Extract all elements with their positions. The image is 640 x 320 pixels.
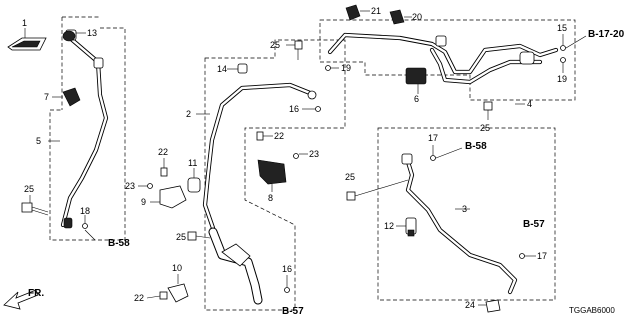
front-direction-arrow: FR. — [3, 288, 44, 310]
ref-b17-20: B-17-20 — [588, 29, 625, 40]
callout-12: 12 — [384, 221, 394, 231]
bolt-left — [21, 195, 49, 216]
callout-21: 21 — [371, 6, 381, 16]
callout-7: 7 — [44, 92, 49, 102]
callout-22-lower: 22 — [134, 293, 144, 303]
callout-2: 2 — [186, 109, 191, 119]
callout-22-mid: 22 — [274, 131, 284, 141]
callout-15: 15 — [557, 23, 567, 33]
front-label: FR. — [28, 288, 44, 299]
ref-b57-center: B-57 — [282, 306, 304, 317]
callout-17-upper: 17 — [428, 133, 438, 143]
bolt-right — [483, 101, 493, 120]
sensor-part-12 — [396, 217, 417, 237]
callout-20: 20 — [412, 12, 422, 22]
cap-part-13 — [62, 30, 86, 42]
label-sheet-part — [7, 28, 47, 51]
ref-b58-left: B-58 — [108, 238, 130, 249]
o-ring-16-upper — [302, 106, 321, 112]
clip-part-21 — [345, 4, 370, 21]
callout-10: 10 — [172, 263, 182, 273]
callout-25-right: 25 — [480, 123, 490, 133]
washer-19-right — [560, 57, 566, 73]
ref-b58-right: B-58 — [465, 141, 487, 152]
ref-b57-right: B-57 — [523, 219, 545, 230]
grommet-part-11 — [187, 168, 201, 193]
switch-part-6 — [405, 67, 427, 94]
callout-23-right: 23 — [309, 149, 319, 159]
callout-24: 24 — [465, 300, 475, 310]
bolt-mid — [187, 231, 211, 241]
callout-25-lower-right: 25 — [345, 172, 355, 182]
bracket-part-10 — [167, 274, 189, 303]
bolt-22-mid — [256, 131, 273, 141]
washer-15 — [560, 34, 566, 51]
callout-11: 11 — [188, 158, 197, 168]
o-ring-17-lower — [519, 253, 536, 259]
callout-9: 9 — [141, 197, 146, 207]
callout-19-right: 19 — [557, 74, 567, 84]
callout-25-mid: 25 — [176, 232, 186, 242]
callout-8: 8 — [268, 193, 273, 203]
bolt-23-left — [138, 183, 153, 189]
cap-part-14 — [227, 63, 248, 74]
callout-labels: 1 2 3 4 5 6 7 8 9 10 11 12 13 14 15 16 1… — [22, 6, 567, 310]
bolt-22-left — [160, 158, 168, 177]
washer-19-upper — [325, 65, 339, 71]
pipe-part-5 — [48, 29, 109, 229]
callout-19-upper: 19 — [341, 63, 351, 73]
clip-part-7 — [52, 87, 81, 107]
callout-16-upper: 16 — [289, 104, 299, 114]
callout-14: 14 — [217, 64, 227, 74]
clamp-part-8 — [257, 159, 287, 192]
group-frames — [49, 16, 576, 311]
clip-part-20 — [389, 9, 412, 25]
callout-5: 5 — [36, 136, 41, 146]
bolt-23-right — [293, 153, 308, 159]
callout-23-left: 23 — [125, 181, 135, 191]
callout-25-upper: 25 — [270, 40, 280, 50]
bolt-22-lower — [146, 291, 168, 300]
pipe-part-3 — [401, 153, 518, 295]
callout-17-lower: 17 — [537, 251, 547, 261]
bolt-upper — [286, 40, 303, 60]
callout-1: 1 — [22, 18, 27, 28]
callout-3: 3 — [462, 204, 467, 214]
o-ring-16-lower — [284, 275, 290, 293]
o-ring-18 — [82, 215, 88, 229]
callout-16-lower: 16 — [282, 264, 292, 274]
o-ring-17-upper — [430, 145, 436, 161]
callout-13: 13 — [87, 28, 97, 38]
callout-22-left: 22 — [158, 147, 168, 157]
callout-18: 18 — [80, 206, 90, 216]
callout-25-left: 25 — [24, 184, 34, 194]
pipe-part-4 — [327, 32, 559, 105]
bolt-lower-right — [346, 179, 409, 201]
callout-6: 6 — [414, 94, 419, 104]
clip-part-24 — [478, 299, 501, 313]
pipe-part-2 — [196, 82, 317, 305]
bracket-part-9 — [150, 185, 187, 209]
diagram-code: TGGAB6000 — [569, 306, 615, 315]
reference-labels: B-58 B-58 B-57 B-57 B-17-20 — [108, 29, 625, 317]
callout-4: 4 — [527, 99, 532, 109]
